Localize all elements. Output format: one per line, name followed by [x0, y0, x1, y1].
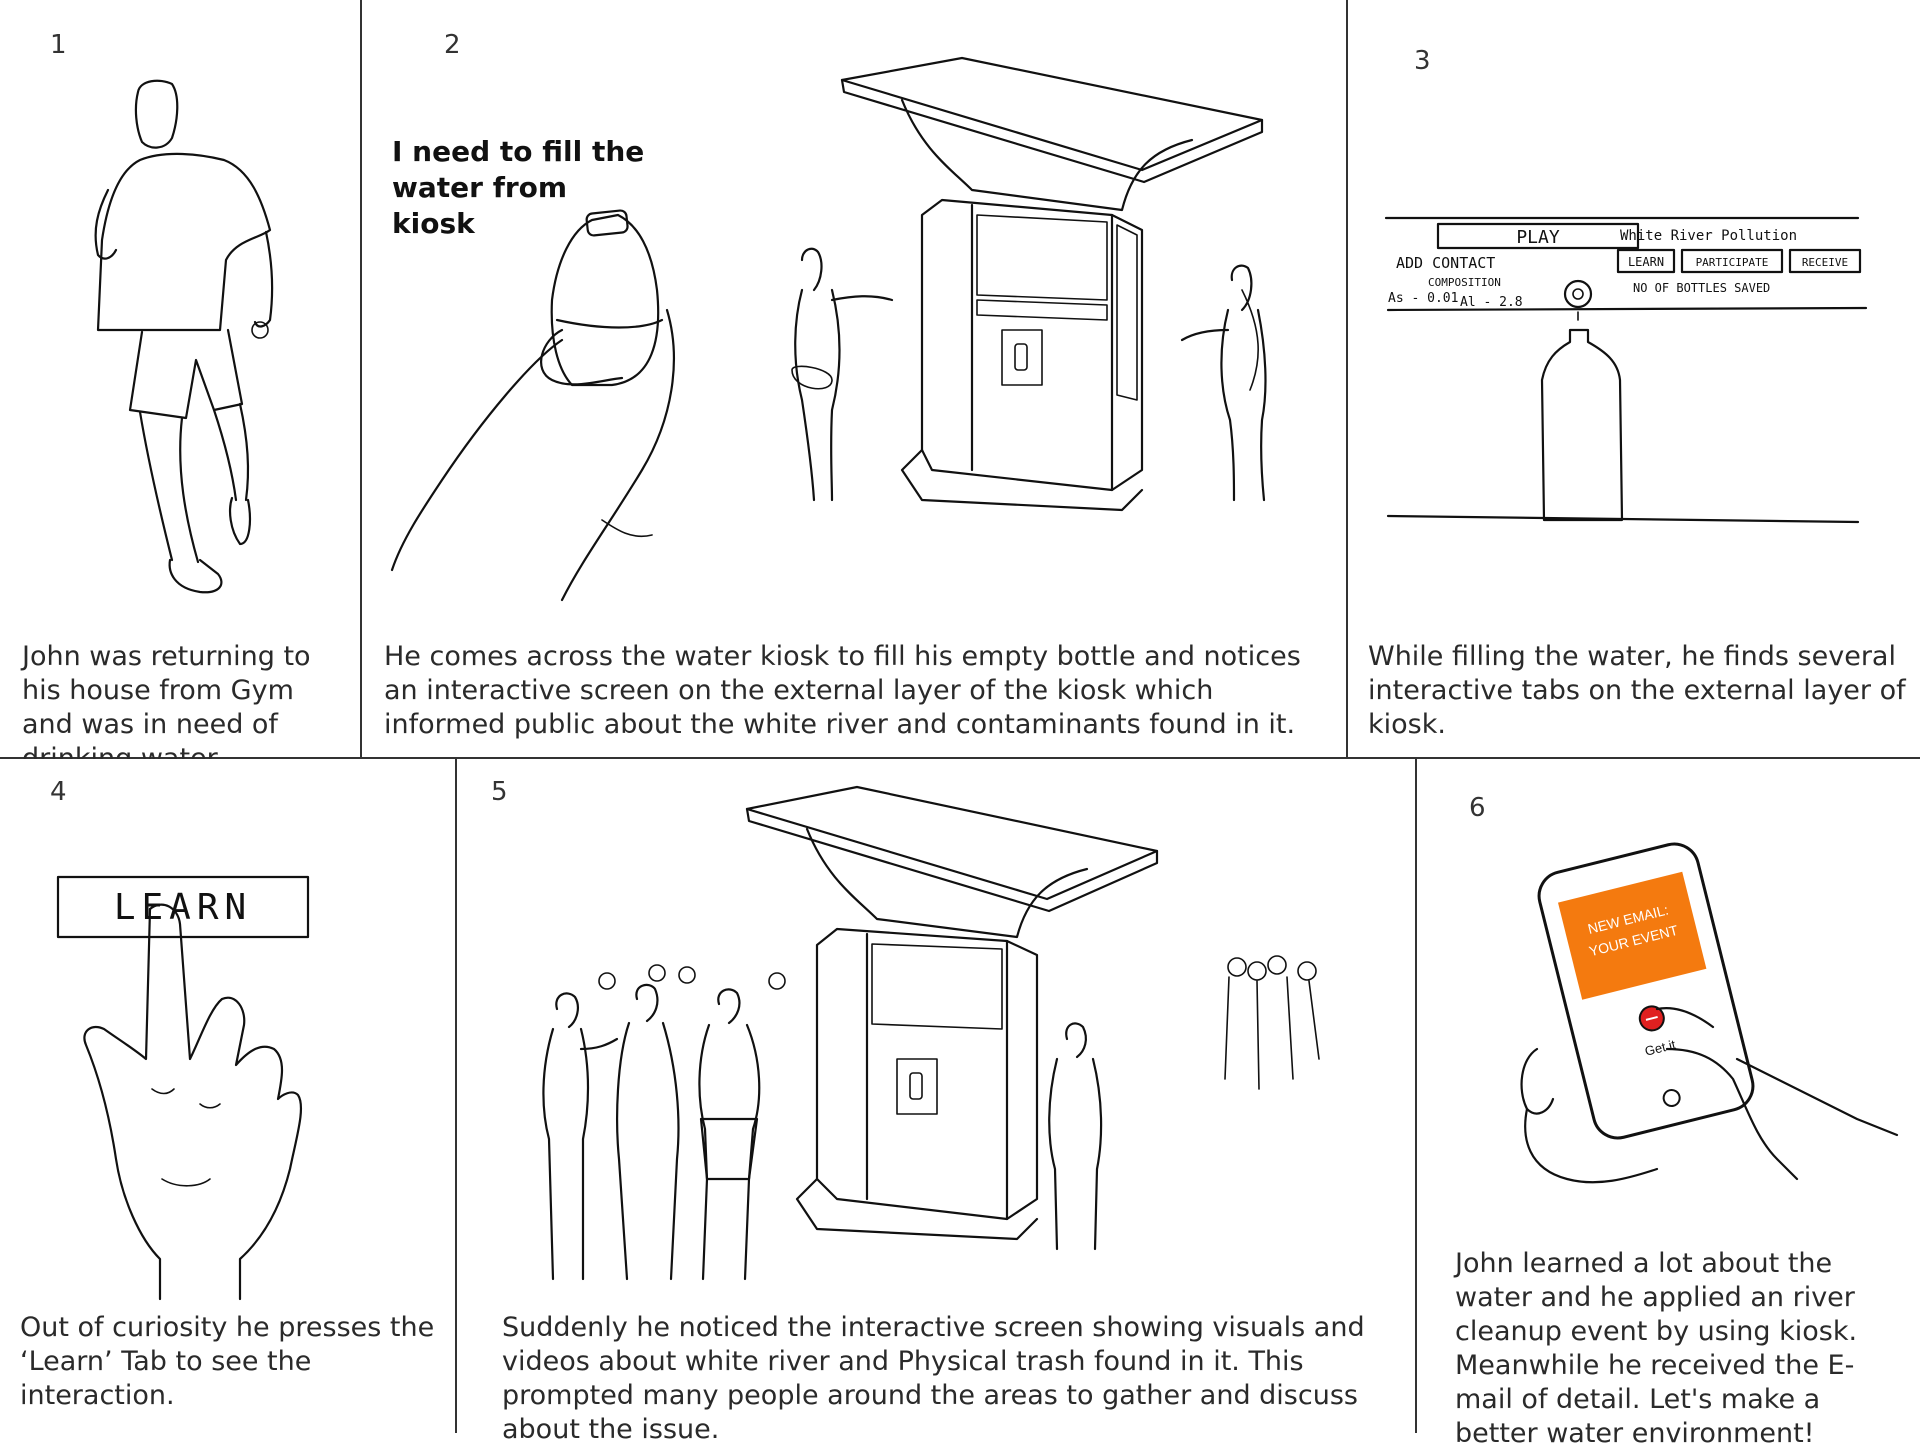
panel-caption: Suddenly he noticed the interactive scre…: [502, 1312, 1365, 1445]
tab-participate: PARTICIPATE: [1696, 256, 1769, 269]
panel-caption: While filling the water, he finds severa…: [1368, 641, 1906, 740]
panel-number: 2: [444, 30, 461, 60]
bottles-saved-label: NO OF BOTTLES SAVED: [1633, 281, 1770, 295]
person-figure: [1048, 1022, 1103, 1251]
add-contact-label: ADD CONTACT: [1396, 254, 1495, 272]
row-divider: [0, 757, 1920, 759]
tab-receive: RECEIVE: [1802, 256, 1848, 269]
col-divider-top-1: [360, 0, 362, 757]
panel-number: 3: [1414, 46, 1431, 76]
panel-3: 3 PLAY ADD CONTACT COMPOSITION As - 0.01…: [1348, 0, 1920, 757]
as-value: As - 0.01: [1388, 291, 1458, 306]
hands-holding-phone-illustration: [1520, 1007, 1899, 1184]
tab-learn: LEARN: [1628, 255, 1664, 269]
panel-caption: He comes across the water kiosk to fill …: [384, 641, 1301, 740]
col-divider-top-2: [1346, 0, 1348, 757]
panel-caption: John was returning to his house from Gym…: [22, 641, 311, 774]
panel-4: 4 LEARN Out of curiosity he presses the …: [0, 759, 455, 1433]
finger-pressing-learn-illustration: LEARN: [56, 875, 310, 1301]
person-figure: [542, 992, 619, 1281]
kiosk-screen-sketch: PLAY ADD CONTACT COMPOSITION As - 0.01 A…: [1384, 216, 1868, 524]
speech-text: I need to fill the water from kiosk: [392, 135, 645, 240]
panel-1: 1 John was returning to his house from G…: [0, 0, 360, 774]
panel-5: 5: [457, 759, 1415, 1445]
panel-6: 6 NEW EMAIL: YOUR EVENT Get it John lear…: [1417, 759, 1920, 1449]
col-divider-bottom-1: [455, 757, 457, 1433]
panel-2: 2 I need to fill the water from kiosk: [362, 0, 1346, 757]
panel-caption: John learned a lot about the water and h…: [1455, 1248, 1858, 1449]
kiosk-scene-illustration: [390, 56, 1267, 602]
al-value: Al - 2.8: [1460, 295, 1523, 310]
composition-label: COMPOSITION: [1428, 276, 1501, 289]
panel-number: 6: [1469, 793, 1486, 823]
running-man-illustration: [94, 79, 274, 594]
pollution-title: White River Pollution: [1620, 228, 1797, 244]
col-divider-bottom-2: [1415, 757, 1417, 1433]
learn-button-label: LEARN: [114, 887, 252, 928]
person-figure: [698, 988, 761, 1281]
person-figure: [616, 983, 680, 1281]
panel-caption: Out of curiosity he presses the ‘Learn’ …: [20, 1312, 435, 1411]
crowd-at-kiosk-illustration: [542, 785, 1320, 1281]
play-label: PLAY: [1516, 227, 1560, 248]
panel-number: 5: [491, 777, 508, 807]
panel-number: 1: [50, 30, 67, 60]
panel-number: 4: [50, 777, 67, 807]
